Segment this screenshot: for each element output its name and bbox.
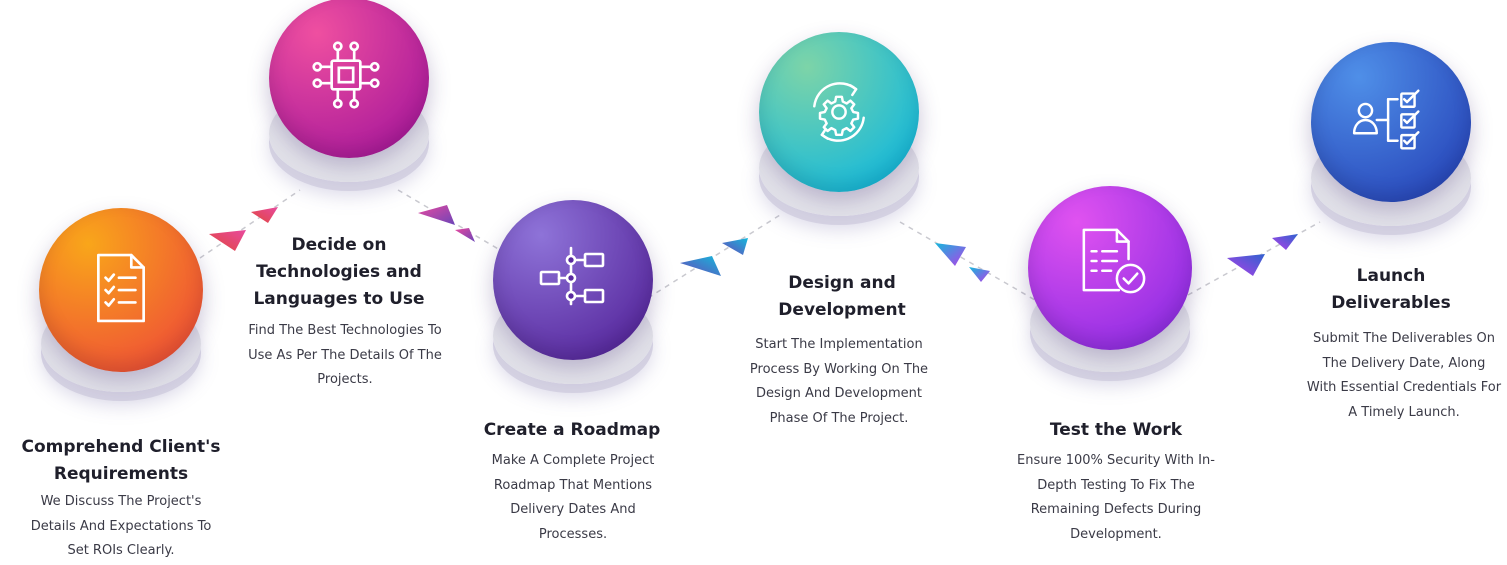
step-6-circle [1311,42,1471,202]
step-5-circle [1028,186,1192,350]
step-4-description: Start The Implementation Process By Work… [749,337,929,426]
arrow-marker [680,256,721,276]
gear-cycle-icon [813,82,865,142]
roadmap-flow-icon [539,246,605,306]
connector-line-1-2 [199,189,301,259]
step-1-title: Comprehend Client's Requirements [21,437,221,484]
step-4-circle [759,32,919,192]
user-tasks-icon [1352,89,1420,150]
arrow-marker [418,205,455,225]
step-5-title: Test the Work [1049,420,1183,440]
arrow-marker [722,238,748,255]
arrow-marker [1227,254,1265,276]
step-2-title: Decide on Technologies and Languages to … [253,235,425,309]
step-2-description: Find The Best Technologies To Use As Per… [248,323,442,387]
step-2-circle [269,0,429,158]
arrow-marker [969,267,990,282]
circuit-chip-icon [312,41,380,109]
arrow-marker [251,207,278,223]
arrow-marker [455,228,475,242]
step-6-title: Launch Deliverables [1331,266,1451,313]
step-1-description: We Discuss The Project's Details And Exp… [30,494,212,558]
document-check-icon [1082,228,1146,294]
connector-arrows [209,205,1298,282]
arrow-marker [209,230,246,251]
step-3-description: Make A Complete Project Roadmap That Men… [491,453,655,542]
step-6-description: Submit The Deliverables On The Delivery … [1306,331,1502,420]
checklist-document-icon [97,253,145,323]
arrow-marker [935,243,966,266]
step-4-title: Design and Development [778,273,906,320]
arrow-marker [1272,234,1298,250]
step-3-title: Create a Roadmap [483,420,661,440]
step-5-description: Ensure 100% Security With In-Depth Testi… [1017,453,1215,542]
